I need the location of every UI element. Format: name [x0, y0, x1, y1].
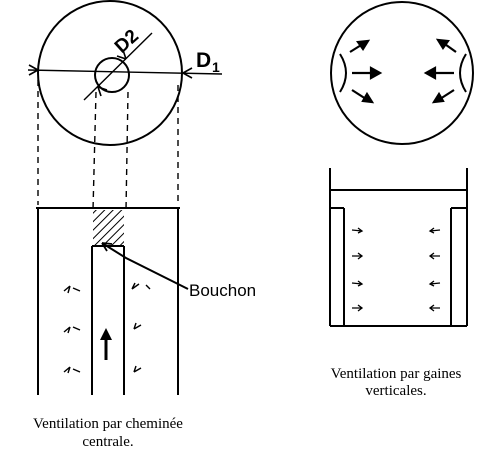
label-d1: D — [196, 49, 211, 72]
right-outer-circle — [330, 1, 474, 145]
bouchon-leader-arrow — [101, 242, 113, 252]
d1-arrow-left — [28, 64, 39, 76]
caption-left-line2: centrale. — [82, 434, 133, 450]
left-top-view — [27, 0, 223, 146]
right-side-view — [329, 168, 468, 327]
left-duct-arc — [339, 53, 347, 93]
left-projection-lines — [37, 80, 179, 211]
right-top-view — [330, 1, 474, 145]
label-bouchon: Bouchon — [189, 281, 256, 300]
d2-dimension-line — [83, 32, 153, 101]
inner-circle-d2 — [94, 57, 130, 93]
up-arrow-icon — [100, 328, 112, 360]
right-top-airflow-arrows — [349, 38, 457, 104]
bouchon-leader — [101, 242, 189, 290]
label-d2: D2 — [111, 26, 143, 58]
left-side-view — [36, 207, 180, 395]
right-duct-arc — [459, 53, 467, 93]
left-airflow-arrows — [63, 282, 151, 374]
caption-right-line2: verticales. — [365, 383, 426, 399]
d1-dimension-line — [27, 69, 223, 75]
d1-arrow-right — [182, 67, 193, 79]
label-d1-subscript: 1 — [212, 59, 220, 75]
bouchon-plug — [93, 210, 124, 246]
caption-right-line1: Ventilation par gaines — [331, 366, 462, 382]
right-side-airflow-arrows — [351, 227, 441, 312]
d2-arrow-2 — [97, 86, 108, 97]
caption-left-line1: Ventilation par cheminée — [33, 416, 183, 432]
d2-arrow-1 — [116, 49, 127, 60]
